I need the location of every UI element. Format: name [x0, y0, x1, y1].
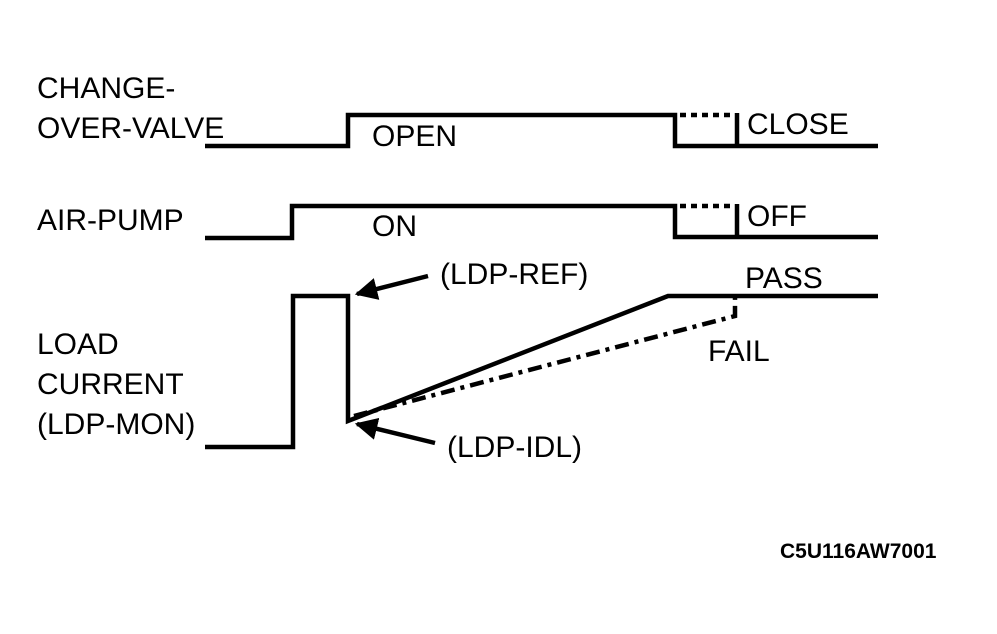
figure-code: C5U116AW7001 — [780, 540, 937, 563]
load-current-fail-trace — [353, 297, 738, 419]
fail-label: FAIL — [708, 335, 770, 368]
air-pump-off-label: OFF — [747, 200, 807, 233]
load-current-label-line3: (LDP-MON) — [37, 408, 195, 441]
pass-label: PASS — [745, 262, 823, 295]
change-over-valve-close-label: CLOSE — [747, 108, 849, 141]
change-over-valve-label-line1: CHANGE- — [37, 72, 175, 105]
ldp-ref-label: (LDP-REF) — [440, 258, 588, 291]
load-current-waveform — [205, 293, 878, 450]
ldp-idl-label: (LDP-IDL) — [447, 431, 582, 464]
load-current-label-line2: CURRENT — [37, 368, 184, 401]
change-over-valve-waveform — [205, 112, 878, 149]
air-pump-waveform — [205, 203, 878, 241]
ldp-ref-arrow — [354, 273, 429, 300]
load-current-label-line1: LOAD — [37, 328, 119, 361]
air-pump-label: AIR-PUMP — [37, 204, 184, 237]
change-over-valve-open-label: OPEN — [372, 120, 457, 153]
change-over-valve-label-line2: OVER-VALVE — [37, 112, 224, 145]
ldp-idl-arrow — [354, 417, 436, 446]
air-pump-on-label: ON — [372, 210, 417, 243]
